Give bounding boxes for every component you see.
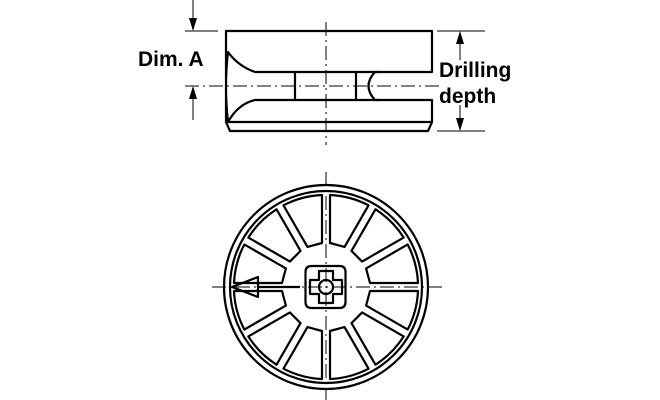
pocket <box>328 193 370 248</box>
pocket <box>350 208 405 263</box>
pocket <box>282 193 324 248</box>
hub-outline <box>304 264 347 310</box>
pocket <box>365 243 420 285</box>
pocket <box>350 311 405 366</box>
dim-a-label: Dim. A <box>138 48 204 71</box>
pocket <box>232 243 287 285</box>
cross-drive-icon <box>308 269 344 305</box>
pocket <box>365 289 420 331</box>
drilling-depth-dimension <box>437 30 485 132</box>
drilling-label-line2: depth <box>439 85 496 108</box>
arrow-down-icon <box>456 118 464 131</box>
pocket <box>282 326 324 381</box>
arrow-down-icon <box>189 18 197 31</box>
arrow-up-icon <box>456 31 464 44</box>
pocket <box>328 326 370 381</box>
pocket <box>247 311 302 366</box>
dim-a-dimension <box>185 0 218 120</box>
pocket <box>232 289 287 331</box>
side-view <box>185 22 440 145</box>
pocket <box>247 208 302 263</box>
arrow-up-icon <box>189 86 197 99</box>
top-view <box>212 172 446 400</box>
drilling-label-line1: Drilling <box>439 59 511 82</box>
